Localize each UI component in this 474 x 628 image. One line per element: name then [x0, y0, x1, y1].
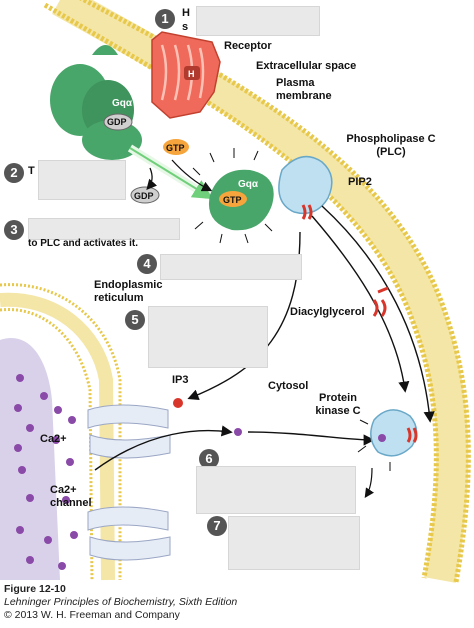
plc-shape — [278, 155, 333, 220]
receptor-label: Receptor — [224, 40, 272, 52]
step-7-marker: 7 — [207, 516, 227, 536]
er-membrane-inner-heads — [0, 308, 94, 581]
hormone-label: H — [188, 69, 195, 79]
gtp-bound-label: GTP — [223, 195, 242, 205]
g-protein-inactive — [50, 45, 142, 160]
blank-box-4[interactable] — [160, 254, 302, 280]
step-1-marker: 1 — [155, 9, 175, 29]
gdp-released-label: GDP — [134, 191, 154, 201]
pkc-label-1: Protein — [319, 392, 357, 404]
cytosol-label: Cytosol — [268, 380, 309, 392]
gdp-label: GDP — [107, 117, 127, 127]
blank-box-1[interactable] — [196, 6, 320, 36]
pkc-label-2: kinase C — [315, 405, 361, 417]
calcium-label: Ca2+ — [40, 433, 67, 445]
figure-number: Figure 12-10 — [4, 583, 66, 595]
plc-label-1: Phospholipase C — [346, 133, 436, 145]
pip2-label: PIP2 — [348, 176, 372, 188]
step-1-fragment-2: s — [182, 21, 189, 33]
pkc-shape — [357, 409, 418, 471]
receptor-shape — [151, 31, 221, 119]
er-label-1: Endoplasmic — [94, 279, 163, 291]
plasma-membrane-label-2: membrane — [276, 90, 332, 102]
book-title: Lehninger Principles of Biochemistry, Si… — [4, 596, 238, 608]
plc-label-2: (PLC) — [376, 146, 406, 158]
plasma-membrane-label-1: Plasma — [276, 77, 315, 89]
step-1-fragment: H — [182, 7, 190, 19]
step-6-marker: 6 — [199, 449, 219, 469]
er-lumen — [0, 338, 60, 580]
blank-box-5[interactable] — [148, 306, 268, 368]
g-protein-label: Gqα — [112, 98, 133, 109]
step-3-fragment: to PLC and activates it. — [28, 238, 139, 249]
step-5-marker: 5 — [125, 310, 145, 330]
gtp-label: GTP — [166, 143, 185, 153]
blank-box-6[interactable] — [196, 466, 356, 514]
ca-channel-label-2: channel — [50, 497, 92, 509]
g-protein-active — [192, 148, 274, 244]
ip3-label: IP3 — [172, 374, 189, 386]
copyright: © 2013 W. H. Freeman and Company — [4, 609, 180, 621]
extracellular-space-label: Extracellular space — [256, 60, 357, 72]
er-membrane — [0, 283, 122, 580]
blank-box-3[interactable] — [28, 218, 180, 240]
calcium-ions — [14, 374, 242, 570]
dag-label: Diacylglycerol — [290, 306, 365, 318]
step-2-marker: 2 — [4, 163, 24, 183]
step-4-marker: 4 — [137, 254, 157, 274]
step-2-fragment: T — [28, 165, 35, 177]
er-membrane-inner — [0, 292, 115, 581]
g-protein-active-label: Gqα — [238, 179, 259, 190]
step-3-marker: 3 — [4, 220, 24, 240]
ca-channel-bottom — [87, 506, 171, 561]
er-label-2: reticulum — [94, 292, 144, 304]
ca-channel-label-1: Ca2+ — [50, 484, 77, 496]
blank-box-7[interactable] — [228, 516, 360, 570]
blank-box-2[interactable] — [38, 160, 126, 200]
